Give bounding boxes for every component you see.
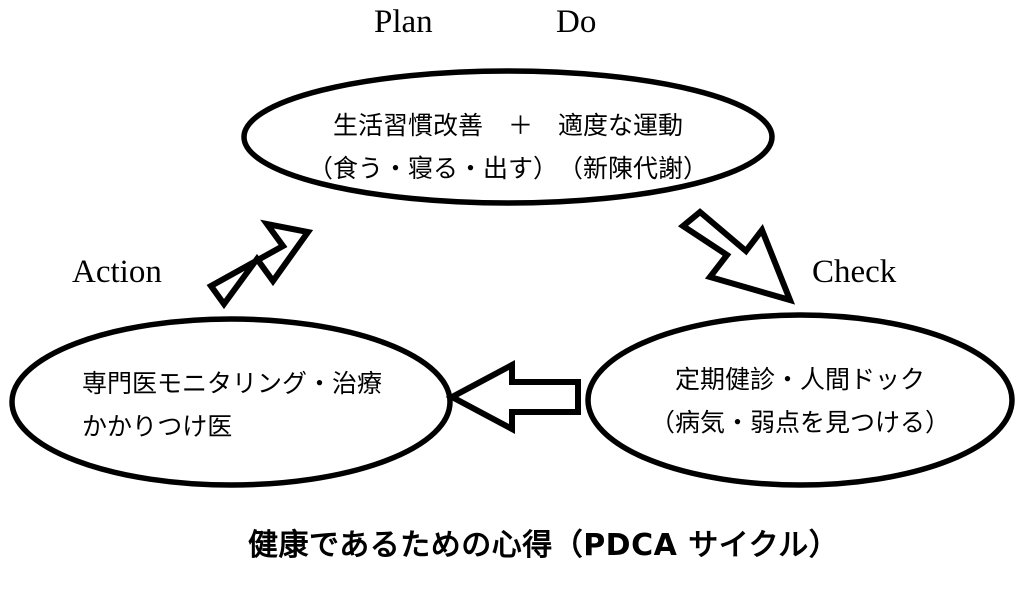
ellipse-check [585, 312, 1015, 488]
node-line: 生活習慣改善 ＋ 適度な運動 [332, 111, 683, 140]
node-line: 定期健診・人間ドック [674, 365, 925, 394]
diagram-caption: 健康であるための心得（PDCA サイクル） [248, 528, 840, 563]
arrow-check-to-action [445, 360, 581, 434]
node-line: 専門医モニタリング・治療 [82, 369, 383, 398]
ellipse-plan-do [241, 68, 775, 206]
phase-label-plan: Plan [374, 4, 433, 40]
phase-label-check: Check [812, 254, 897, 290]
node-text-plan-do: 生活習慣改善 ＋ 適度な運動 （食う・寝る・出す） （新陳代謝） [258, 104, 758, 190]
ellipse-action [9, 316, 453, 488]
arrow-do-to-check [677, 208, 796, 305]
arrow-action-to-plan [206, 219, 314, 310]
node-text-check: 定期健診・人間ドック （病気・弱点を見つける） [600, 358, 1000, 444]
phase-label-action: Action [72, 254, 162, 290]
node-text-action: 専門医モニタリング・治療 かかりつけ医 [82, 362, 422, 448]
node-line: かかりつけ医 [82, 412, 233, 441]
node-line: （病気・弱点を見つける） [649, 408, 950, 437]
phase-label-do: Do [556, 4, 597, 40]
node-line: （食う・寝る・出す） （新陳代謝） [307, 154, 708, 183]
